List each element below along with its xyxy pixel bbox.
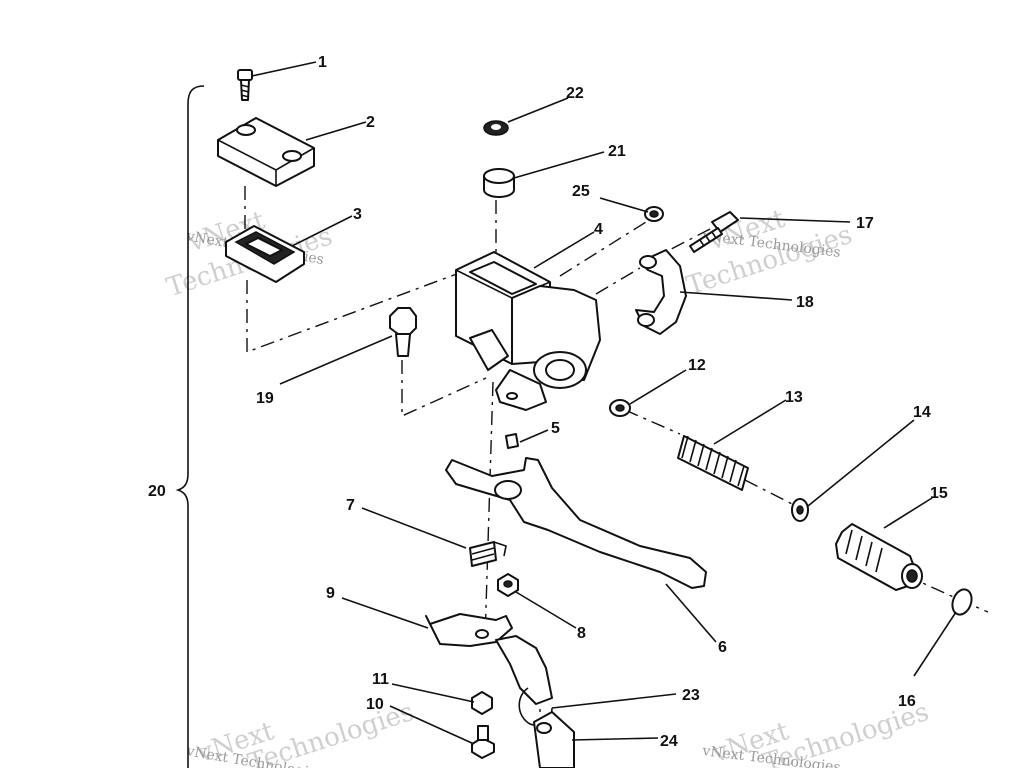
callout-13: 13 — [785, 389, 803, 406]
callout-labels: 1 2 3 4 5 6 7 8 9 10 11 12 13 14 15 16 1… — [148, 54, 948, 750]
part-washer-14 — [791, 498, 809, 522]
part-pivot-bolt-19 — [389, 307, 417, 357]
callout-7: 7 — [346, 497, 355, 514]
part-reservoir-cover-2 — [217, 117, 315, 187]
part-seal-22 — [483, 120, 509, 136]
part-spring-13 — [677, 435, 749, 491]
callout-11: 11 — [372, 671, 389, 688]
part-washer-12 — [609, 399, 631, 417]
part-lever-6 — [445, 457, 707, 589]
callout-22: 22 — [566, 85, 584, 102]
callout-3: 3 — [353, 206, 362, 223]
callout-4: 4 — [594, 221, 603, 238]
callout-25: 25 — [572, 183, 590, 200]
callout-10: 10 — [366, 696, 384, 713]
center-line-piston-2 — [744, 479, 801, 509]
center-line-25 — [559, 221, 647, 277]
part-bushing-21 — [483, 168, 515, 198]
center-line-reservoir — [246, 271, 463, 354]
callout-1: 1 — [318, 54, 327, 71]
assembly-bracket — [175, 85, 205, 768]
callout-17: 17 — [856, 215, 874, 232]
leader-lines — [251, 61, 957, 745]
part-clamp-18 — [635, 249, 687, 335]
callout-6: 6 — [718, 639, 727, 656]
part-screw-17 — [689, 211, 739, 253]
part-bolt-10 — [471, 725, 495, 759]
callout-8: 8 — [577, 625, 586, 642]
callout-9: 9 — [326, 585, 335, 602]
callout-20: 20 — [148, 483, 166, 500]
part-switch-24 — [533, 711, 575, 768]
callout-23: 23 — [682, 687, 700, 704]
part-nut-11 — [471, 691, 493, 715]
center-line-clamp — [595, 267, 641, 295]
part-set-screw-5 — [505, 433, 519, 449]
part-diaphragm-3 — [225, 225, 305, 283]
part-nut-8 — [497, 573, 519, 597]
part-screw-1 — [237, 69, 253, 101]
callout-24: 24 — [660, 733, 678, 750]
part-master-cylinder-4 — [455, 251, 601, 411]
center-line-bolt — [401, 360, 487, 418]
callout-19: 19 — [256, 390, 274, 407]
part-bracket-9 — [425, 613, 553, 705]
part-circlip-16 — [951, 588, 973, 616]
center-line-piston — [624, 409, 681, 435]
callout-14: 14 — [913, 404, 931, 421]
callout-12: 12 — [688, 357, 706, 374]
part-fitting-25 — [644, 206, 664, 222]
part-spring-7 — [469, 541, 507, 567]
callout-21: 21 — [608, 143, 626, 160]
callout-5: 5 — [551, 420, 560, 437]
callout-15: 15 — [930, 485, 948, 502]
part-piston-15 — [835, 523, 923, 591]
callout-2: 2 — [366, 114, 375, 131]
center-line-lower — [484, 381, 494, 641]
callout-16: 16 — [898, 693, 916, 710]
callout-18: 18 — [796, 294, 814, 311]
